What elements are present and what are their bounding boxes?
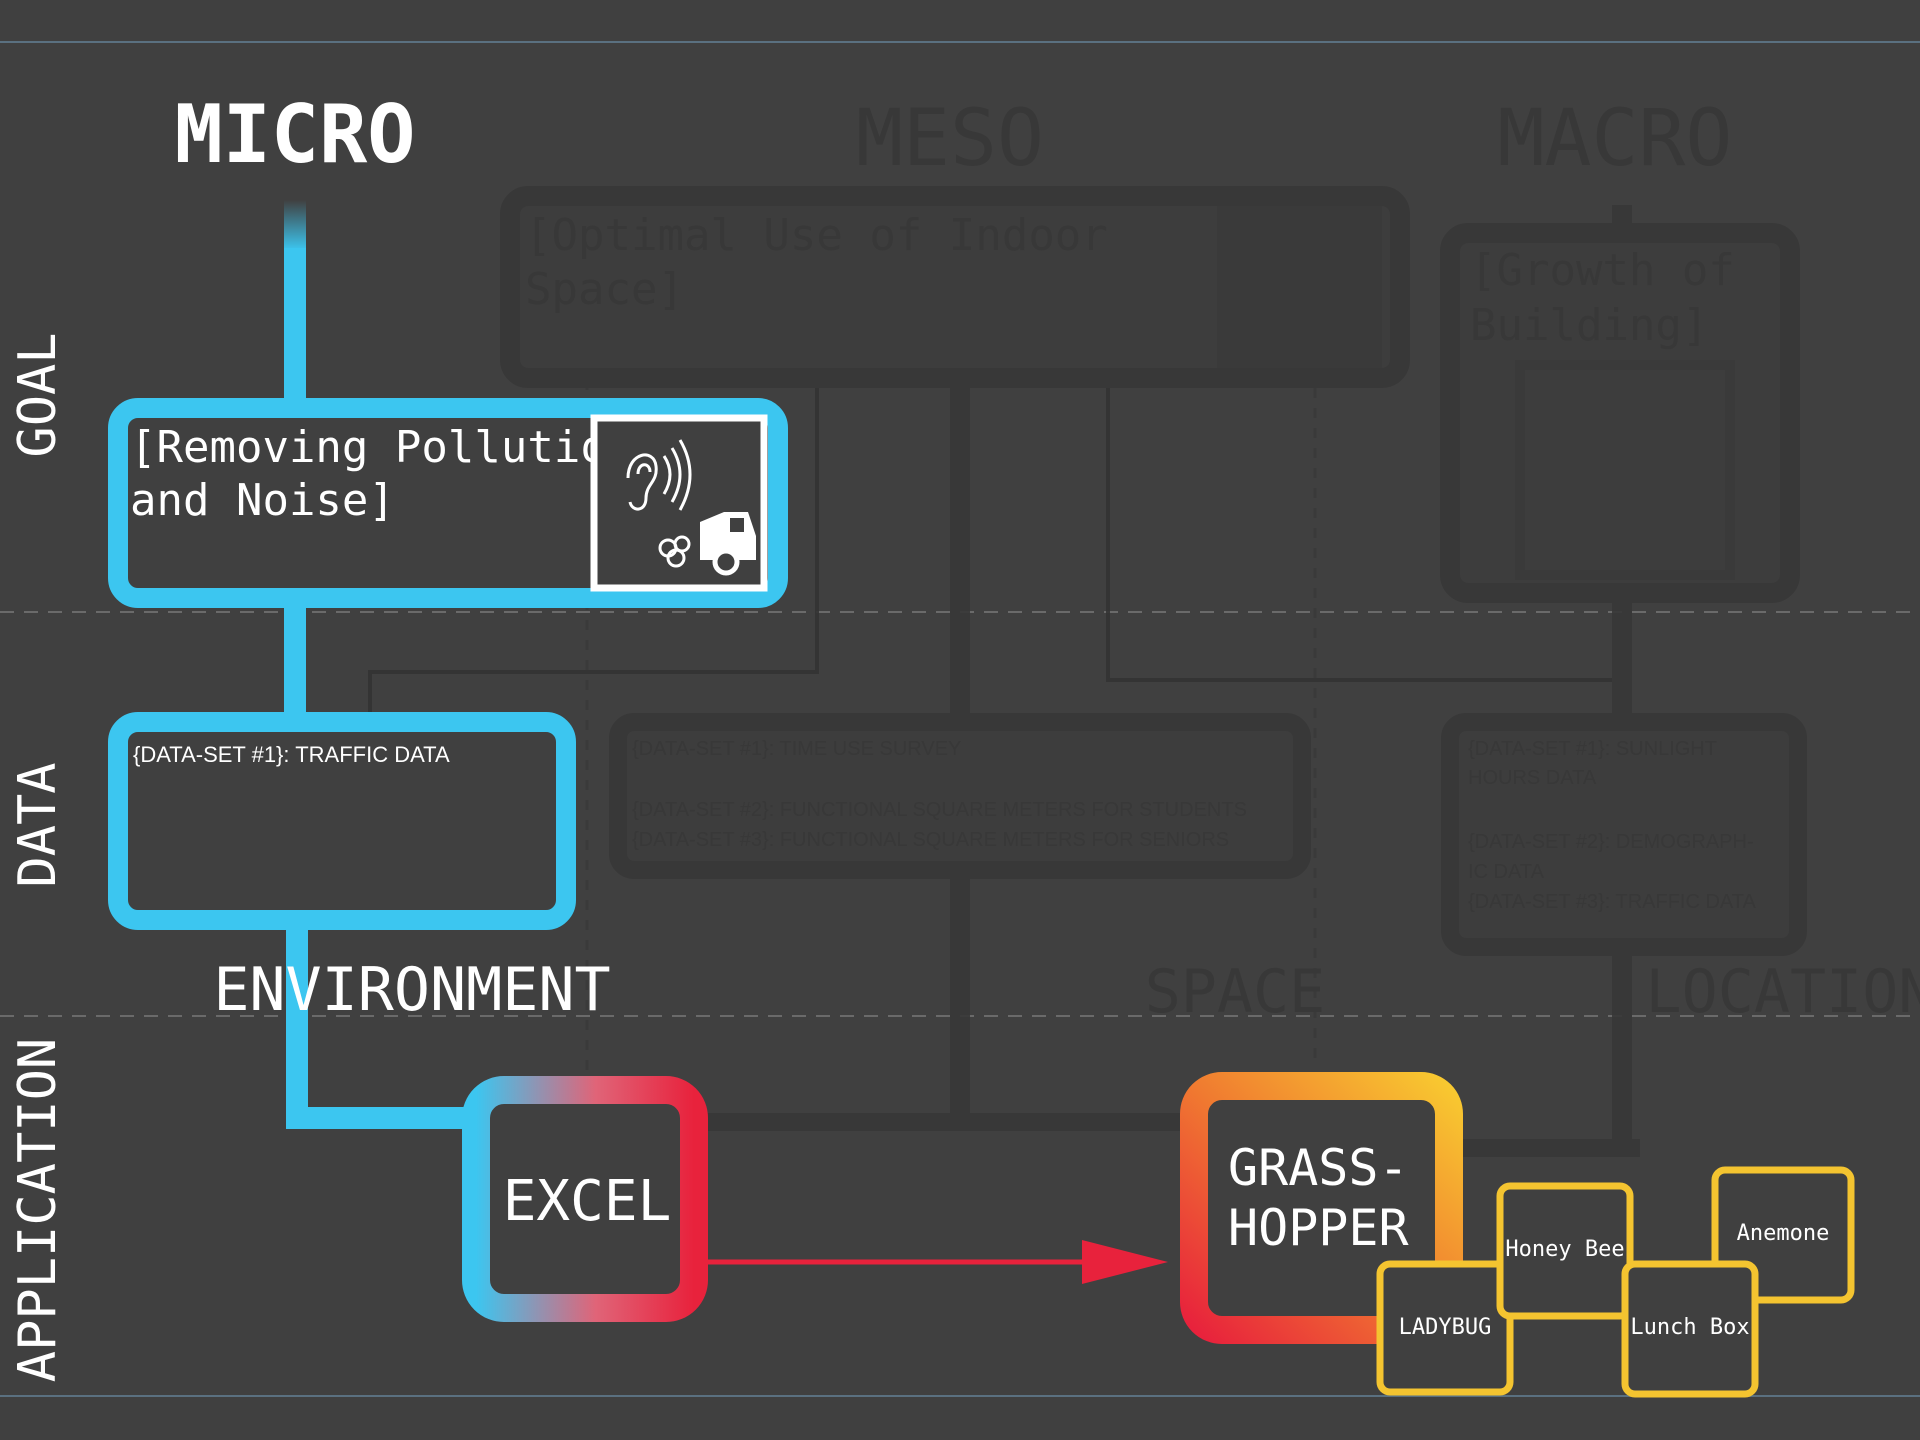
excel-to-grasshopper-arrow	[704, 1240, 1168, 1284]
honeybee-plugin-box: Honey Bee	[1496, 1182, 1634, 1320]
micro-category-label: ENVIRONMENT	[213, 955, 610, 1025]
grasshopper-label-line2: HOPPER	[1228, 1199, 1410, 1257]
column-header-micro: MICRO	[175, 88, 416, 181]
macro-data-line1: {DATA-SET #1}: SUNLIGHT	[1468, 738, 1717, 760]
ladybug-plugin-box: LADYBUG	[1376, 1260, 1514, 1396]
macro-goal-line1: [Growth of	[1470, 245, 1735, 296]
column-header-meso: MESO	[856, 94, 1044, 184]
meso-goal-line2: Space]	[525, 264, 684, 315]
micro-data-line1: {DATA-SET #1}: TRAFFIC DATA	[133, 742, 450, 767]
macro-category-label: LOCATION	[1646, 957, 1920, 1027]
truck-exhaust-icon	[658, 512, 756, 576]
ladybug-label: LADYBUG	[1399, 1315, 1492, 1340]
micro-goal-line1: [Removing Pollution	[130, 422, 633, 473]
meso-goal-icon	[1217, 206, 1382, 368]
micro-goal-box: [Removing Pollution and Noise]	[108, 398, 788, 608]
micro-application-connector	[286, 928, 476, 1129]
macro-data-line5: {DATA-SET #3}: TRAFFIC DATA	[1468, 891, 1757, 913]
micro-goal-line2: and Noise]	[130, 475, 395, 526]
meso-goal-line1: [Optimal Use of Indoor	[525, 210, 1108, 261]
row-label-application: APPLICATION	[8, 1038, 68, 1382]
anemone-label: Anemone	[1737, 1221, 1830, 1246]
honeybee-label: Honey Bee	[1505, 1237, 1624, 1262]
micro-top-fade-line	[284, 200, 306, 250]
macro-data-line2: HOURS DATA	[1468, 767, 1597, 789]
macro-goal-line2: Building]	[1470, 300, 1708, 351]
macro-data-line4: IC DATA	[1468, 861, 1545, 883]
ear-icon	[626, 439, 692, 511]
meso-data-box	[609, 713, 1311, 879]
lunchbox-plugin-box: Lunch Box	[1621, 1260, 1759, 1398]
meso-goal-connector	[368, 388, 819, 720]
noise-pollution-icon	[590, 414, 768, 592]
macro-goal-box	[1440, 223, 1800, 603]
excel-node: EXCEL	[462, 1076, 708, 1322]
meso-data-line3: {DATA-SET #3}: FUNCTIONAL SQUARE METERS …	[632, 829, 1229, 851]
meso-category-label: SPACE	[1145, 957, 1326, 1027]
row-label-goal: GOAL	[8, 332, 68, 457]
column-header-macro: MACRO	[1498, 94, 1733, 184]
meso-data-line2: {DATA-SET #2}: FUNCTIONAL SQUARE METERS …	[632, 799, 1247, 821]
excel-label: EXCEL	[503, 1169, 672, 1234]
meso-goal-box	[500, 186, 1410, 388]
grasshopper-label-line1: GRASS-	[1228, 1139, 1409, 1197]
meso-data-line1: {DATA-SET #1}: TIME USE SURVEY	[632, 738, 961, 760]
row-label-data: DATA	[8, 762, 68, 887]
micro-data-box: {DATA-SET #1}: TRAFFIC DATA	[108, 712, 576, 930]
lunchbox-label: Lunch Box	[1630, 1315, 1749, 1340]
inactive-columns: MESO MACRO [Optimal Use of Indoor Space]…	[368, 94, 1920, 1157]
macro-goal-icon	[1515, 360, 1735, 580]
arrow-head	[1082, 1240, 1168, 1284]
macro-data-box	[1441, 713, 1807, 956]
macro-data-line3: {DATA-SET #2}: DEMOGRAPH-	[1468, 831, 1754, 853]
